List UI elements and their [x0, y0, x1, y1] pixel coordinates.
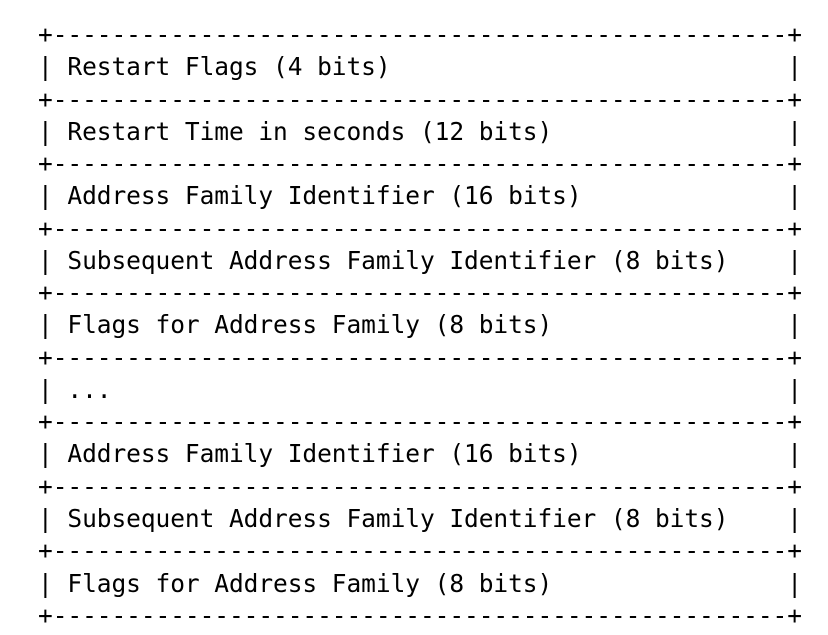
diagram-field-row-afi-2: | Address Family Identifier (16 bits) | [38, 439, 802, 469]
diagram-field-row-flags-af-1: | Flags for Address Family (8 bits) | [38, 310, 802, 340]
diagram-field-row-safi-1: | Subsequent Address Family Identifier (… [38, 245, 802, 275]
diagram-separator-row: +---------------------------------------… [38, 149, 802, 179]
diagram-separator-row: +---------------------------------------… [38, 342, 802, 372]
diagram-separator-row: +---------------------------------------… [38, 536, 802, 566]
diagram-separator-row: +---------------------------------------… [38, 600, 802, 630]
diagram-separator-row: +---------------------------------------… [38, 20, 802, 49]
diagram-field-row-ellipsis: | ... | [38, 374, 802, 404]
diagram-field-row-restart-flags: | Restart Flags (4 bits) | [38, 52, 802, 82]
diagram-separator-row: +---------------------------------------… [38, 471, 802, 501]
diagram-field-row-restart-time: | Restart Time in seconds (12 bits) | [38, 116, 802, 146]
diagram-separator-row: +---------------------------------------… [38, 407, 802, 437]
diagram-separator-row: +---------------------------------------… [38, 213, 802, 243]
diagram-field-row-flags-af-2: | Flags for Address Family (8 bits) | [38, 568, 802, 598]
diagram-field-row-afi-1: | Address Family Identifier (16 bits) | [38, 181, 802, 211]
diagram-separator-row: +---------------------------------------… [38, 278, 802, 308]
diagram-separator-row: +---------------------------------------… [38, 84, 802, 114]
ascii-packet-diagram: +---------------------------------------… [0, 13, 828, 635]
diagram-field-row-safi-2: | Subsequent Address Family Identifier (… [38, 503, 802, 533]
